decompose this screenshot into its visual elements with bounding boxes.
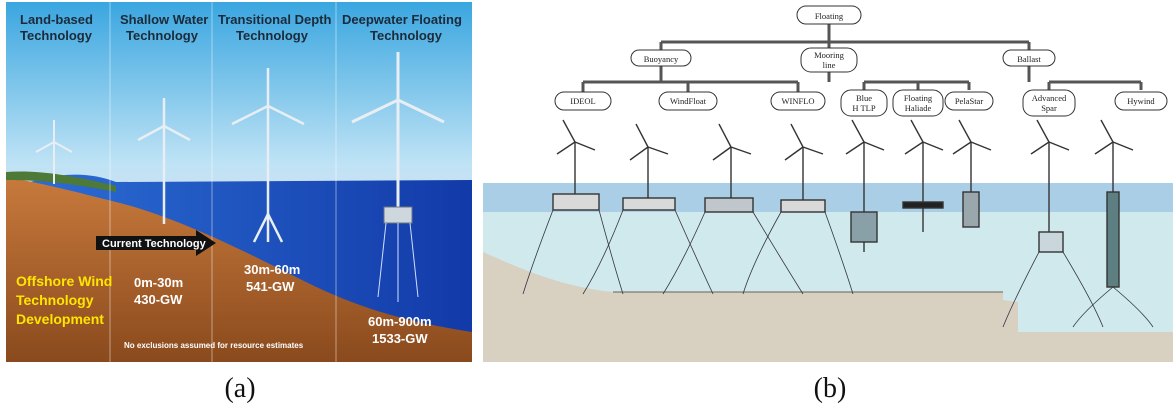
node-mooring-1: Mooring xyxy=(814,50,845,60)
offshore-title: Offshore Wind Technology Development xyxy=(16,273,112,327)
turbine-advanced-spar xyxy=(1030,119,1070,253)
deep-depth: 60m-900m xyxy=(368,314,432,329)
panel-b-floating-taxonomy: Floating Buoyancy Mooring line Ballast I… xyxy=(483,2,1173,362)
node-winflo: WINFLO xyxy=(781,96,814,106)
header-shallow-1: Shallow Water xyxy=(120,12,208,27)
svg-text:Development: Development xyxy=(16,311,104,327)
panel-a-offshore-wind-depths: Land-based Technology Shallow Water Tech… xyxy=(6,2,472,362)
node-advanced-spar-1: Advanced xyxy=(1032,93,1067,103)
offshore-wind-illustration: Land-based Technology Shallow Water Tech… xyxy=(6,2,472,362)
shallow-depth: 0m-30m xyxy=(134,275,183,290)
node-advanced-spar-2: Spar xyxy=(1041,103,1057,113)
node-ballast: Ballast xyxy=(1017,54,1041,64)
turbine-winflo-b xyxy=(780,123,826,213)
header-deep-1: Deepwater Floating xyxy=(342,12,462,27)
platform-turbines xyxy=(552,119,1134,288)
node-blue-h-tlp-2: H TLP xyxy=(852,103,875,113)
node-floating: Floating xyxy=(815,11,844,21)
svg-text:Technology: Technology xyxy=(16,292,94,308)
node-ideol: IDEOL xyxy=(570,96,596,106)
shallow-capacity: 430-GW xyxy=(134,292,183,307)
current-technology-arrow xyxy=(96,230,216,256)
resource-note: No exclusions assumed for resource estim… xyxy=(124,341,304,350)
node-buoyancy: Buoyancy xyxy=(644,54,679,64)
header-transitional-2: Technology xyxy=(236,28,309,43)
node-blue-h-tlp-1: Blue xyxy=(856,93,872,103)
node-mooring-2: line xyxy=(823,60,836,70)
header-land-2: Technology xyxy=(20,28,93,43)
svg-text:Offshore Wind: Offshore Wind xyxy=(16,273,112,289)
header-land-1: Land-based xyxy=(20,12,93,27)
transitional-capacity: 541-GW xyxy=(246,279,295,294)
mooring-lines xyxy=(522,209,1154,328)
turbine-blue-h-tlp xyxy=(845,119,885,252)
turbine-floating-haliade xyxy=(902,119,944,232)
header-transitional-1: Transitional Depth xyxy=(218,12,331,27)
node-hywind: Hywind xyxy=(1127,96,1155,106)
deep-capacity: 1533-GW xyxy=(372,331,428,346)
turbine-pelastar xyxy=(952,119,992,228)
header-shallow-2: Technology xyxy=(126,28,199,43)
turbine-ideol xyxy=(552,119,600,211)
node-floating-haliade-1: Floating xyxy=(904,93,933,103)
land-turbine xyxy=(35,120,73,184)
transitional-turbine xyxy=(231,68,305,243)
shallow-turbine xyxy=(137,98,191,224)
node-pelastar: PelaStar xyxy=(955,96,983,106)
transitional-depth: 30m-60m xyxy=(244,262,300,277)
node-floating-haliade-2: Haliade xyxy=(905,103,932,113)
tech-headers: Land-based Technology Shallow Water Tech… xyxy=(20,12,462,43)
caption-a: (a) xyxy=(224,373,256,404)
turbine-winflo-a xyxy=(704,123,754,213)
current-technology-label: Current Technology xyxy=(102,238,207,250)
floating-platforms-diagram: Floating Buoyancy Mooring line Ballast I… xyxy=(483,5,1173,362)
turbine-windfloat xyxy=(622,123,676,211)
header-deep-2: Technology xyxy=(370,28,443,43)
caption-b: (b) xyxy=(813,373,847,404)
floating-turbine xyxy=(351,52,445,212)
node-windfloat: WindFloat xyxy=(670,96,707,106)
